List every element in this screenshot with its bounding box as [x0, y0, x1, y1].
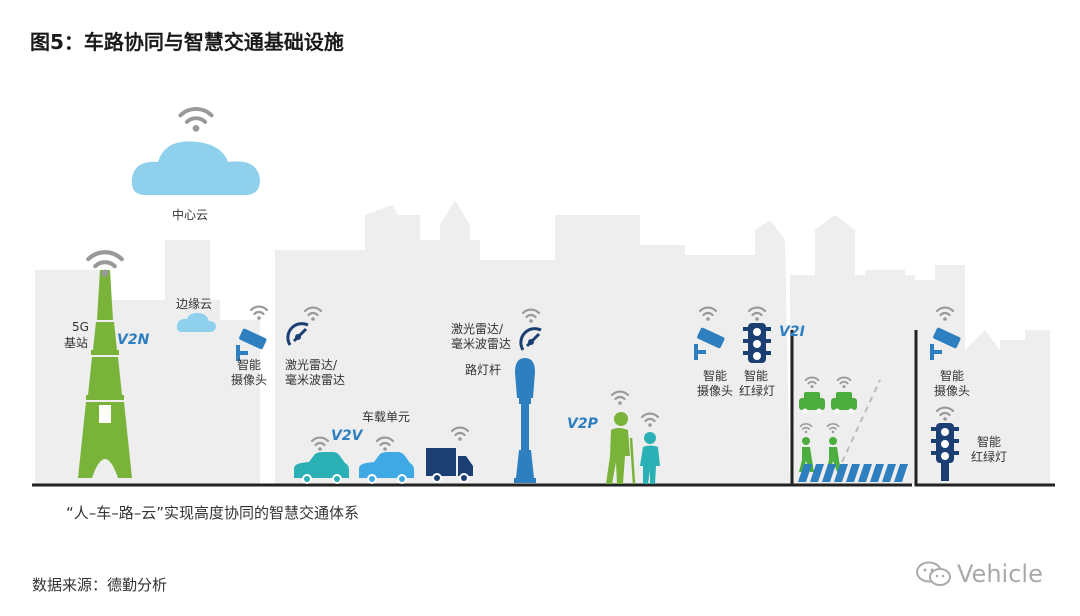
street-light-icon: [514, 358, 536, 483]
camera-2-label-line1: 智能: [703, 369, 728, 383]
child-pedestrian-icon: [640, 432, 660, 484]
lidar-1-label-line1: 激光雷达/: [285, 358, 338, 372]
light-3-label-line1: 智能: [977, 435, 1002, 449]
light-3-label-line2: 红绿灯: [971, 450, 1008, 464]
truck-icon: [426, 448, 473, 483]
city-skyline: [35, 200, 1050, 485]
v2n-tag: V2N: [117, 332, 150, 348]
lidar-2-label-line2: 毫米波雷达: [451, 337, 512, 351]
v2i-tag: V2I: [779, 324, 805, 340]
5g-tower-icon: [78, 270, 132, 478]
wechat-logo-icon: [916, 561, 951, 586]
camera-3-label-line2: 摄像头: [934, 384, 971, 398]
page-title: 图5：车路协同与智慧交通基础设施: [30, 30, 344, 54]
lane-divider: [841, 379, 881, 463]
camera-3-label-line1: 智能: [940, 369, 965, 383]
data-source: 数据来源：德勤分析: [32, 576, 168, 594]
elderly-pedestrian-icon: [606, 412, 636, 485]
cloud-wifi-icon: [178, 107, 214, 134]
traffic-light-3-pole: [941, 463, 949, 481]
camera-1-label-line1: 智能: [237, 358, 262, 372]
v2p-tag: V2P: [567, 416, 598, 432]
edge-cloud-icon: [176, 312, 216, 332]
watermark-text: Vehicle: [957, 560, 1043, 588]
intersection-corner-right: [914, 330, 1055, 487]
camera-1-wifi-icon: [249, 305, 269, 321]
v2v-tag: V2V: [331, 428, 363, 444]
small-car-1-icon: [799, 392, 825, 414]
light-2-label-line2: 红绿灯: [739, 384, 776, 398]
intersection-corner-left: [790, 330, 912, 487]
obu-label: 车载单元: [362, 410, 411, 424]
streetlight-label: 路灯杆: [465, 363, 502, 377]
camera-1-label-line2: 摄像头: [231, 373, 268, 387]
central-cloud-label: 中心云: [172, 208, 209, 222]
crosswalk: [798, 464, 908, 482]
lidar-2-label-line1: 激光雷达/: [451, 322, 504, 336]
tower-label-line2: 基站: [64, 336, 89, 350]
central-cloud-icon: [131, 141, 260, 195]
edge-cloud-label: 边缘云: [176, 297, 213, 311]
tower-label-line1: 5G: [72, 320, 89, 334]
lidar-1-label-line2: 毫米波雷达: [285, 373, 346, 387]
diagram-caption: “人–车–路–云”实现高度协同的智慧交通体系: [66, 504, 360, 522]
camera-2-label-line2: 摄像头: [697, 384, 734, 398]
light-2-label-line1: 智能: [744, 369, 769, 383]
small-car-2-icon: [831, 392, 857, 414]
